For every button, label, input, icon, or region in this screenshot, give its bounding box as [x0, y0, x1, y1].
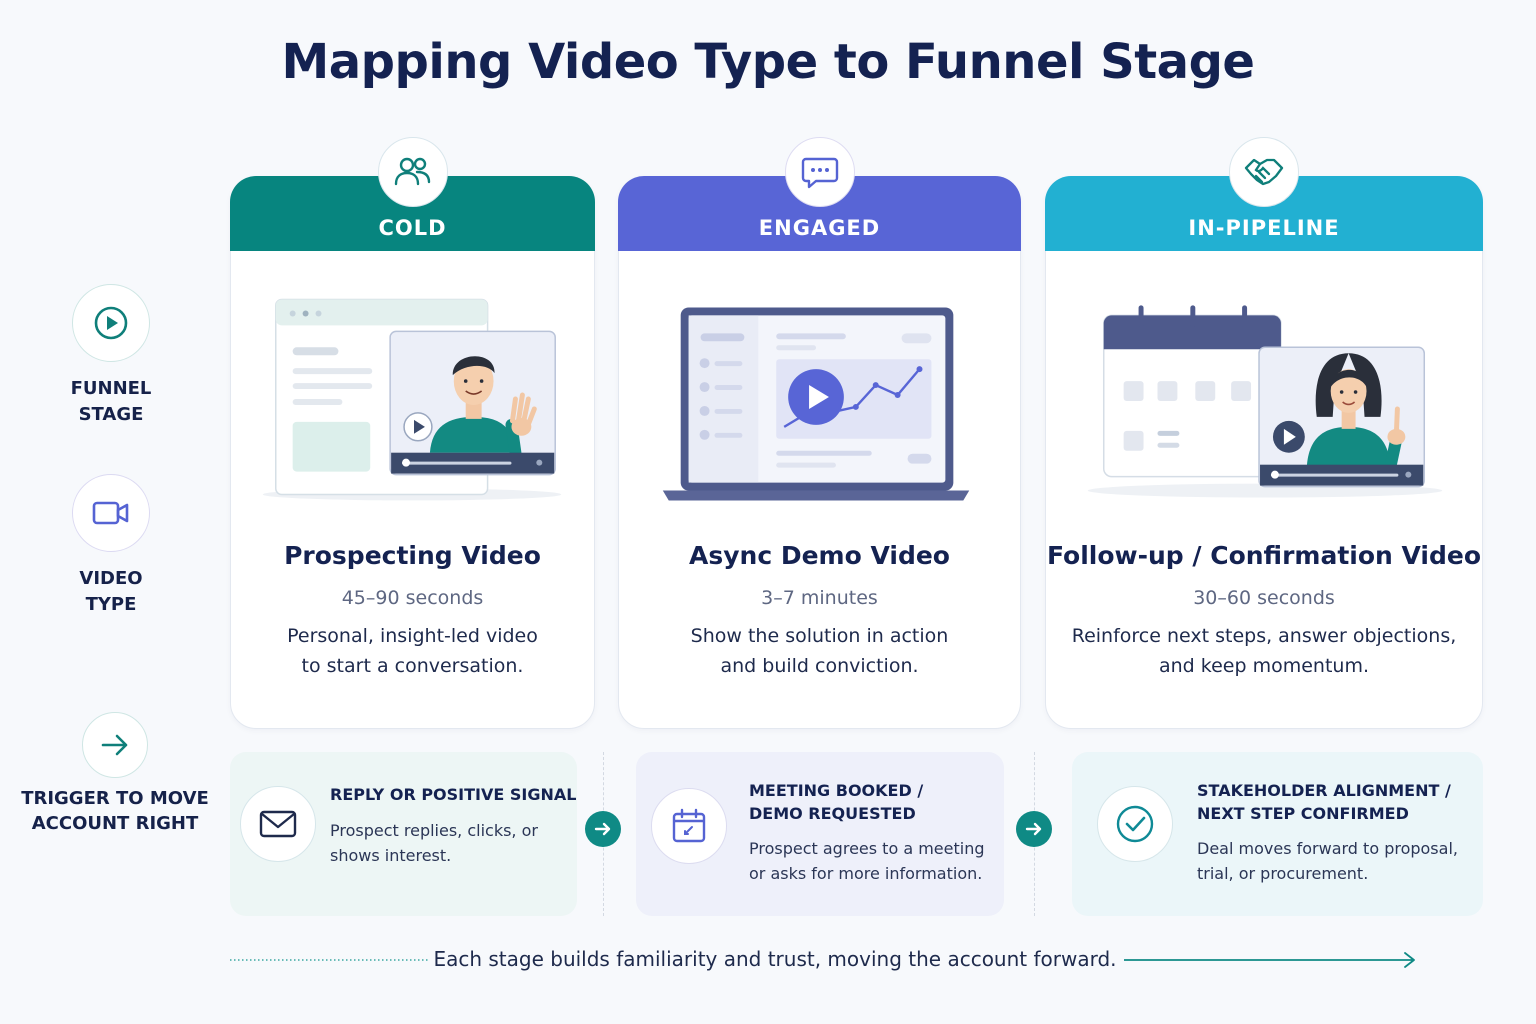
long-arrow-right-icon	[1124, 952, 1415, 968]
arrow-right-icon	[82, 712, 148, 778]
rail-trigger: TRIGGER TO MOVE ACCOUNT RIGHT	[20, 712, 210, 836]
trigger-box-reply: REPLY OR POSITIVE SIGNAL Prospect replie…	[230, 752, 577, 916]
video-title: Prospecting Video	[284, 541, 541, 570]
trigger-title: STAKEHOLDER ALIGNMENT / NEXT STEP CONFIR…	[1197, 781, 1451, 823]
stage-card-cold: COLD Prospecting Video 45–90 seconds Per…	[230, 137, 595, 729]
prospecting-video-illustration	[262, 298, 562, 501]
video-camera-icon	[72, 474, 150, 552]
video-duration: 3–7 minutes	[761, 587, 878, 609]
page-title: Mapping Video Type to Funnel Stage	[281, 34, 1255, 90]
trigger-description: Prospect agrees to a meeting or asks for…	[749, 839, 985, 883]
envelope-icon	[240, 786, 316, 862]
stage-header-in-pipeline: IN-PIPELINE	[1045, 176, 1483, 251]
trigger-box-meeting: MEETING BOOKED / DEMO REQUESTED Prospect…	[636, 752, 1004, 916]
trigger-description: Deal moves forward to proposal, trial, o…	[1197, 839, 1458, 883]
handshake-icon	[1229, 137, 1299, 207]
trigger-description: Prospect replies, clicks, or shows inter…	[330, 821, 538, 865]
arrow-right-icon	[585, 811, 621, 847]
arrow-right-icon	[1016, 811, 1052, 847]
rail-video-type-label: VIDEO TYPE	[79, 568, 143, 615]
play-circle-icon	[72, 284, 150, 362]
stage-header-engaged: ENGAGED	[618, 176, 1021, 251]
stage-label: COLD	[378, 216, 447, 240]
trigger-box-stakeholder: STAKEHOLDER ALIGNMENT / NEXT STEP CONFIR…	[1072, 752, 1483, 916]
async-demo-illustration	[662, 307, 970, 501]
video-description: Show the solution in action and build co…	[690, 625, 949, 677]
stage-label: IN-PIPELINE	[1188, 216, 1340, 240]
calendar-icon	[651, 788, 727, 864]
video-title: Follow-up / Confirmation Video	[1046, 541, 1482, 570]
rail-funnel-stage-label: FUNNEL STAGE	[70, 378, 152, 425]
trigger-title: REPLY OR POSITIVE SIGNAL	[330, 785, 577, 804]
people-icon	[377, 137, 448, 207]
rail-trigger-label: TRIGGER TO MOVE ACCOUNT RIGHT	[21, 788, 209, 834]
stage-label: ENGAGED	[758, 216, 881, 240]
rail-funnel-stage: FUNNEL STAGE	[40, 284, 182, 428]
check-circle-icon	[1097, 786, 1173, 862]
dotted-line	[230, 959, 428, 961]
footer-caption: Each stage builds familiarity and trust,…	[433, 947, 1117, 971]
rail-video-type: VIDEO TYPE	[40, 474, 182, 618]
video-title: Async Demo Video	[689, 541, 950, 570]
follow-up-illustration	[1087, 305, 1443, 498]
video-description: Reinforce next steps, answer objections,…	[1071, 625, 1457, 677]
stage-card-in-pipeline: IN-PIPELINE Follow-up /	[1045, 137, 1483, 729]
video-duration: 45–90 seconds	[341, 587, 484, 609]
trigger-title: MEETING BOOKED / DEMO REQUESTED	[749, 781, 924, 823]
stage-card-engaged: ENGAGED Async Demo Video 3–7 minutes Sho…	[618, 137, 1021, 729]
video-duration: 30–60 seconds	[1193, 587, 1335, 609]
chat-bubble-icon	[784, 137, 855, 207]
video-description: Personal, insight-led video to start a c…	[287, 625, 538, 677]
